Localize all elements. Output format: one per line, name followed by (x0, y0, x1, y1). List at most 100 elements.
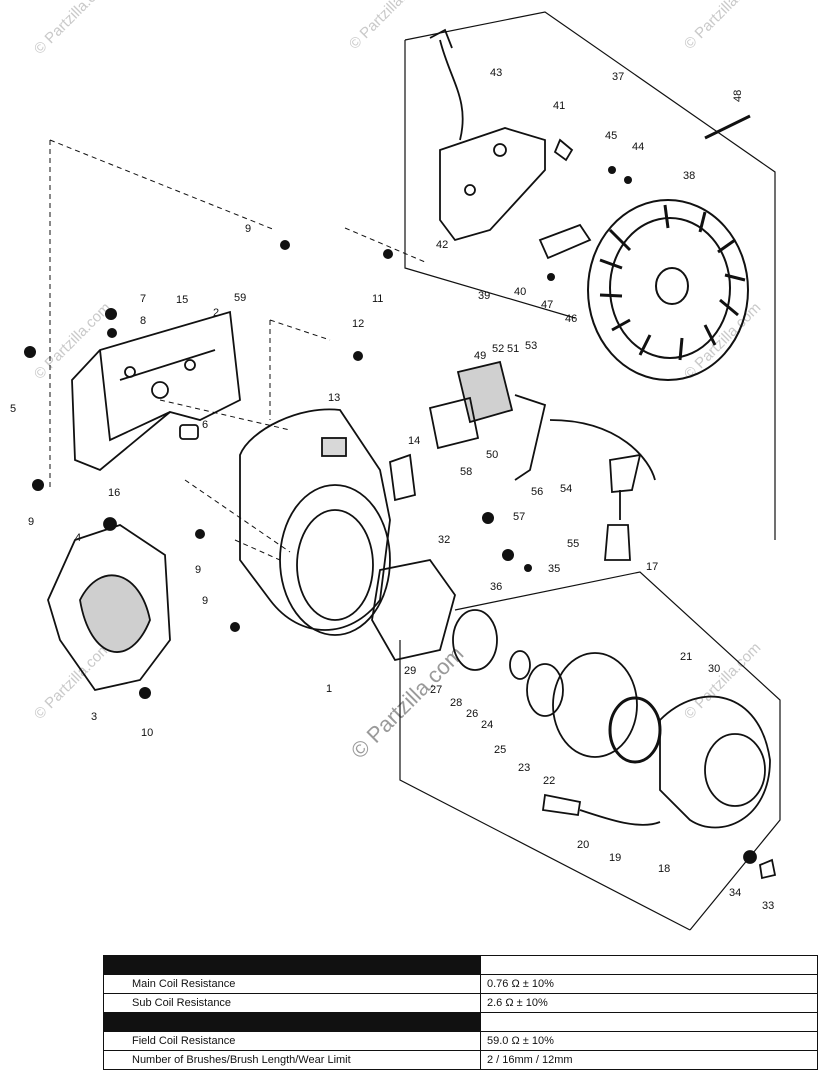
callout-label: 54 (560, 483, 572, 495)
callout-label: 17 (646, 561, 658, 573)
callout-label: 4 (75, 532, 81, 544)
callout-label: 41 (553, 100, 565, 112)
callout-label: 33 (762, 900, 774, 912)
callout-label: 36 (490, 581, 502, 593)
spec-label: Field Coil Resistance (103, 1031, 481, 1051)
callout-label: 24 (481, 719, 493, 731)
starter-parts (371, 559, 777, 880)
spec-header-value-cell (480, 955, 818, 975)
callout-label: 27 (430, 684, 442, 696)
callout-label: 28 (450, 697, 462, 709)
callout-label: 22 (543, 775, 555, 787)
end-plate (47, 517, 171, 692)
spec-label: Sub Coil Resistance (103, 993, 481, 1013)
callout-label: 52 (492, 343, 504, 355)
callout-label: 43 (490, 67, 502, 79)
callout-label: 35 (548, 563, 560, 575)
callout-label: 46 (565, 313, 577, 325)
starter-group-box (399, 571, 781, 931)
callout-label: 30 (708, 663, 720, 675)
spec-header-value-cell (480, 1012, 818, 1032)
callout-label: 15 (176, 294, 188, 306)
callout-label: 38 (683, 170, 695, 182)
spec-value: 2.6 Ω ± 10% (480, 993, 818, 1013)
watermark-text: © Partzilla.com (31, 0, 114, 58)
fan-housing (239, 408, 416, 636)
callout-label: 13 (328, 392, 340, 404)
fasteners (24, 166, 632, 699)
callout-label: 16 (108, 487, 120, 499)
callout-label: 32 (438, 534, 450, 546)
spec-value: 2 / 16mm / 12mm (480, 1050, 818, 1070)
brush-holder (428, 360, 656, 481)
callout-label: 23 (518, 762, 530, 774)
exploded-parts-diagram: © Partzilla.com © Partzilla.com © Partzi… (10, 0, 781, 931)
callout-label: 26 (466, 708, 478, 720)
callout-label: 19 (609, 852, 621, 864)
callout-label: 55 (567, 538, 579, 550)
callout-label: 29 (404, 665, 416, 677)
callout-label: 45 (605, 130, 617, 142)
callout-label: 7 (140, 293, 146, 305)
spec-table-section-row (103, 1012, 818, 1032)
table-row: Sub Coil Resistance 2.6 Ω ± 10% (103, 993, 818, 1013)
mounting-bracket (71, 310, 241, 472)
callout-label: 50 (486, 449, 498, 461)
callout-label: 53 (525, 340, 537, 352)
callout-label: 9 (195, 564, 201, 576)
spec-table-header-row (103, 955, 818, 975)
callout-label: 10 (141, 727, 153, 739)
callout-label: 2 (213, 307, 219, 319)
callout-label: 42 (436, 239, 448, 251)
callout-label: 3 (91, 711, 97, 723)
callout-label: 18 (658, 863, 670, 875)
callout-label: 1 (326, 683, 332, 695)
specification-table: Main Coil Resistance 0.76 Ω ± 10% Sub Co… (103, 955, 818, 1070)
spec-label: Main Coil Resistance (103, 974, 481, 994)
spec-label: Number of Brushes/Brush Length/Wear Limi… (103, 1050, 481, 1070)
watermark-text: © Partzilla.com (346, 0, 429, 53)
table-row: Number of Brushes/Brush Length/Wear Limi… (103, 1050, 818, 1070)
callout-label: 48 (732, 90, 744, 102)
callout-label: 14 (408, 435, 420, 447)
callout-label: 12 (352, 318, 364, 330)
callout-label: 9 (202, 595, 208, 607)
callout-label: 49 (474, 350, 486, 362)
callout-label: 6 (202, 419, 208, 431)
watermark-text: © Partzilla.com (681, 299, 764, 382)
watermark-layer: © Partzilla.com © Partzilla.com © Partzi… (31, 0, 764, 764)
callout-label: 9 (28, 516, 34, 528)
callout-label: 8 (140, 315, 146, 327)
callout-label: 59 (234, 292, 246, 304)
stator-plate (429, 28, 592, 260)
spec-value: 59.0 Ω ± 10% (480, 1031, 818, 1051)
watermark-text: © Partzilla.com (681, 0, 764, 53)
callout-label: 47 (541, 299, 553, 311)
flywheel-rotor (587, 199, 749, 381)
callout-label: 37 (612, 71, 624, 83)
callout-label: 25 (494, 744, 506, 756)
callout-label: 11 (372, 293, 383, 305)
callout-label: 9 (245, 223, 251, 235)
callout-label: 39 (478, 290, 490, 302)
callout-label: 40 (514, 286, 526, 298)
assembly-lines (49, 139, 426, 561)
callout-label: 20 (577, 839, 589, 851)
callout-label: 51 (507, 343, 519, 355)
table-row: Main Coil Resistance 0.76 Ω ± 10% (103, 974, 818, 994)
spec-header-cell (103, 955, 481, 975)
spec-header-cell (103, 1012, 481, 1032)
table-row: Field Coil Resistance 59.0 Ω ± 10% (103, 1031, 818, 1051)
watermark-text: © Partzilla.com (681, 639, 764, 722)
callout-label: 44 (632, 141, 644, 153)
callout-label: 34 (729, 887, 741, 899)
pin-48 (704, 114, 751, 140)
callout-label: 57 (513, 511, 525, 523)
callout-label: 21 (680, 651, 692, 663)
callout-label: 56 (531, 486, 543, 498)
callout-label: 58 (460, 466, 472, 478)
spec-value: 0.76 Ω ± 10% (480, 974, 818, 994)
spark-plug-cap (604, 453, 642, 561)
callout-label: 5 (10, 403, 16, 415)
callout-labels: 43 37 48 41 45 44 38 42 40 47 39 46 9 59… (10, 67, 774, 912)
